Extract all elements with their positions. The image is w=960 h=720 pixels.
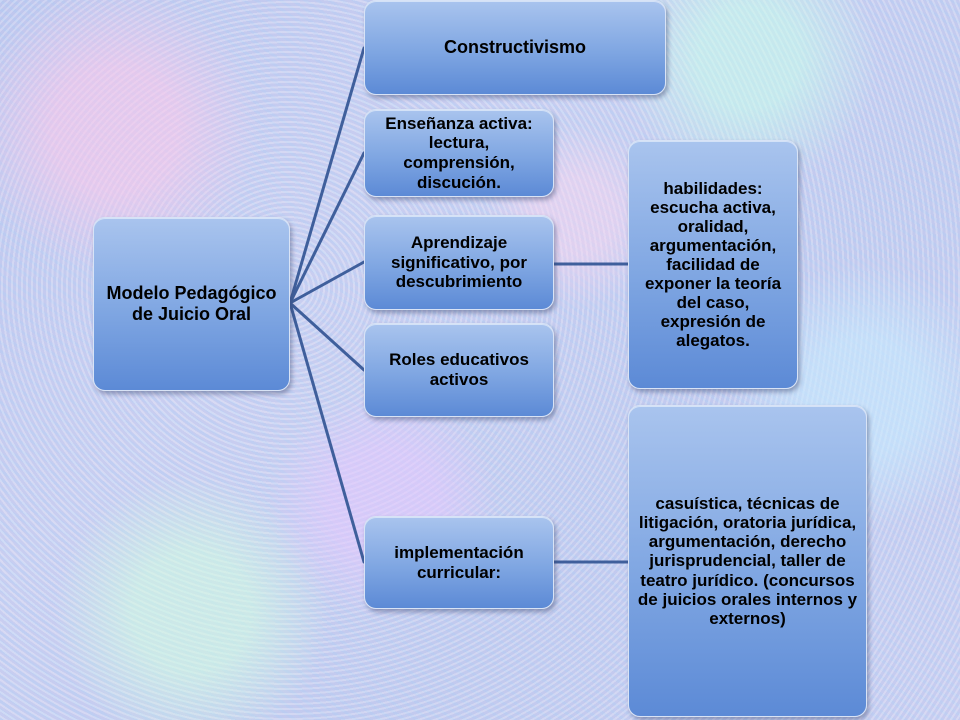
branch-node-label: Enseñanza activa: lectura, comprensión, … — [385, 113, 533, 192]
root-node-modelo-pedagogico: Modelo Pedagógico de Juicio Oral — [93, 217, 290, 391]
detail-node-casuistica: casuística, técnicas de litigación, orat… — [628, 405, 867, 717]
branch-node-label: implementación curricular: — [394, 542, 524, 582]
detail-node-habilidades: habilidades: escucha activa, oralidad, a… — [628, 140, 798, 389]
connector-root-implementacion — [288, 301, 366, 564]
connector-root-aprendizaje — [288, 260, 366, 305]
branch-node-label: Constructivismo — [443, 37, 587, 58]
branch-node-aprendizaje-significativo: Aprendizaje significativo, por descubrim… — [364, 215, 554, 310]
branch-node-implementacion-curricular: implementación curricular: — [364, 516, 554, 609]
branch-node-label: Aprendizaje significativo, por descubrim… — [390, 233, 528, 292]
root-node-label: Modelo Pedagógico de Juicio Oral — [106, 283, 277, 324]
branch-node-constructivismo: Constructivismo — [364, 0, 666, 95]
detail-node-label: casuística, técnicas de litigación, orat… — [637, 494, 858, 628]
branch-node-label: Roles educativos activos — [389, 350, 529, 389]
connector-root-ensenanza — [288, 151, 366, 305]
connector-root-roles — [288, 301, 366, 372]
branch-node-ensenanza-activa: Enseñanza activa: lectura, comprensión, … — [364, 109, 554, 197]
connector-root-constructivismo — [288, 46, 366, 305]
branch-node-roles-educativos: Roles educativos activos — [364, 323, 554, 417]
detail-node-label: habilidades: escucha activa, oralidad, a… — [644, 178, 782, 351]
